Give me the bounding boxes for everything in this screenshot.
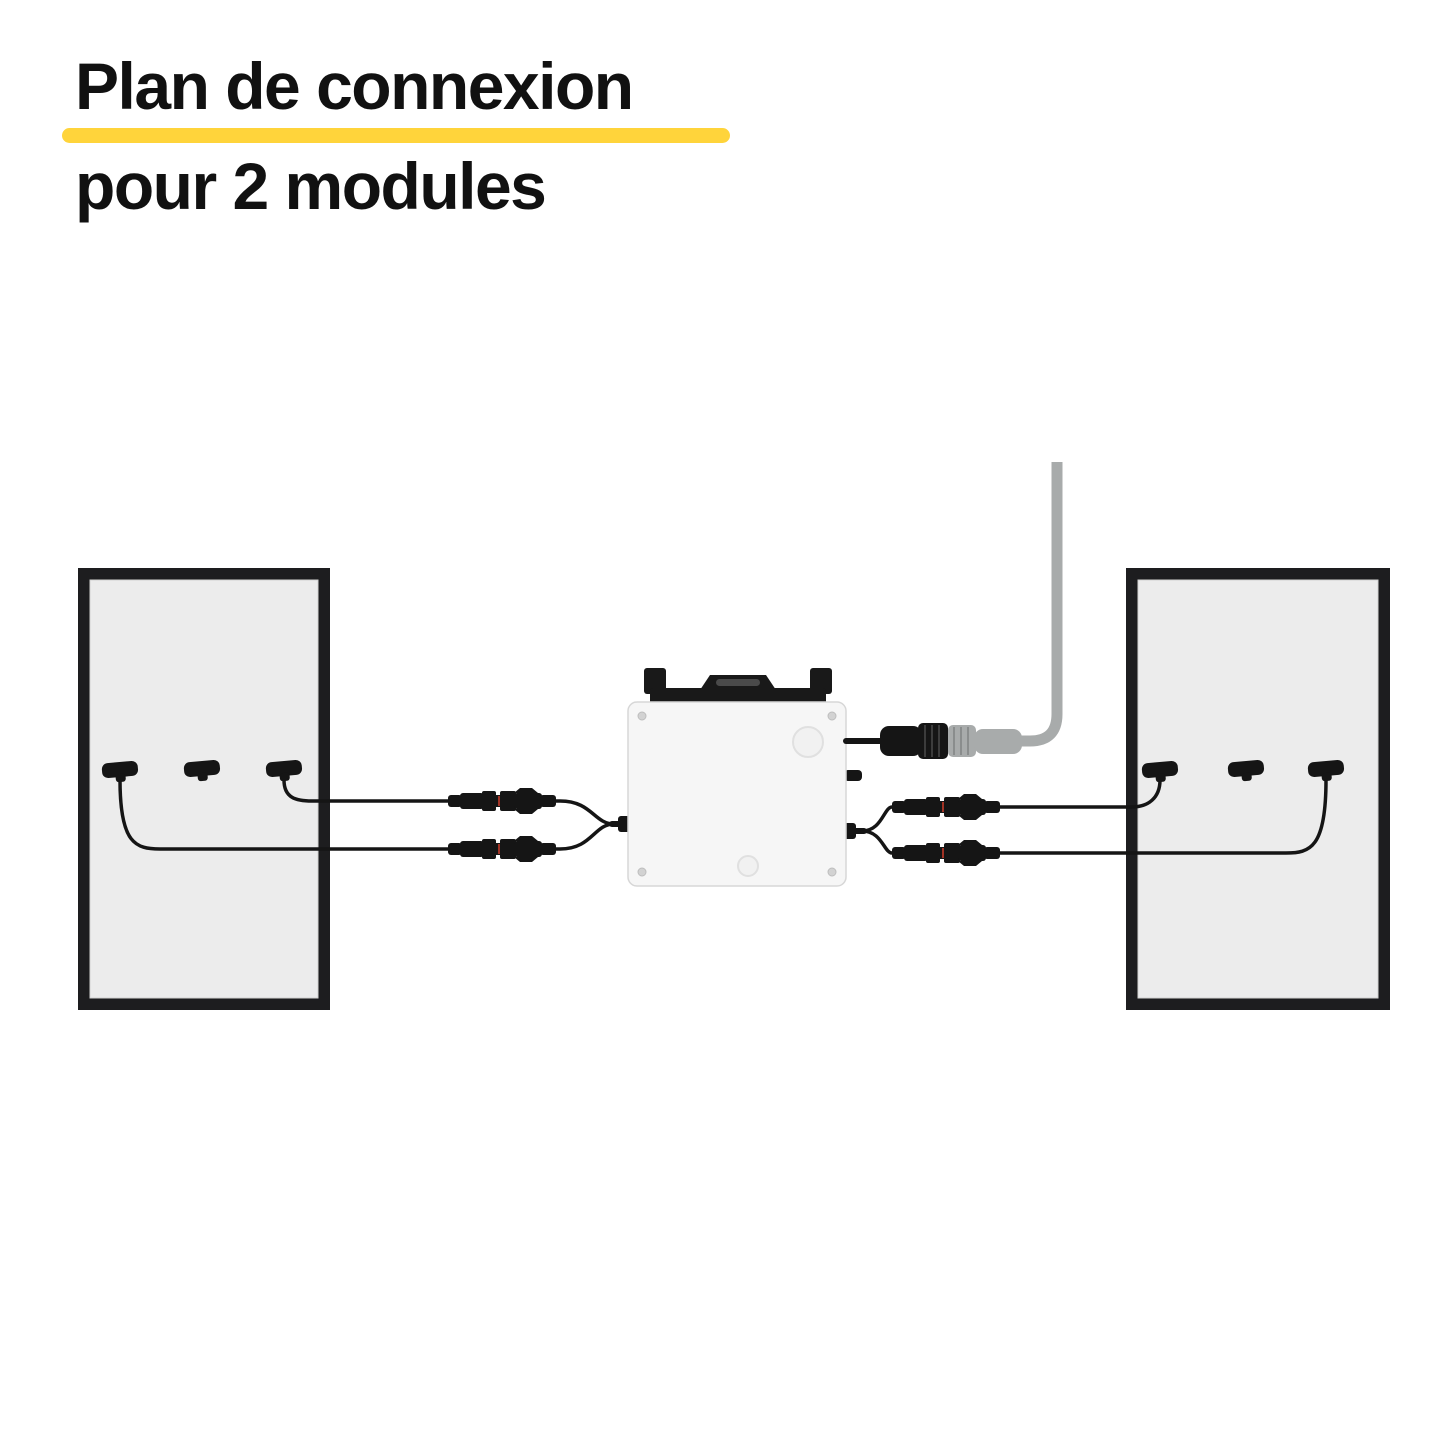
ac-connector-black [880,723,948,759]
ac-connector-gray [948,725,1022,757]
page-title-line1: Plan de connexion [75,49,634,123]
right-panel-surface [1137,579,1379,999]
ac-output-assembly [843,462,1063,759]
inverter-screw-bl [637,867,647,877]
page-title-line2: pour 2 modules [75,148,547,223]
bracket-ear-right [810,668,832,694]
mc4-pair-left-lower [448,836,556,862]
title-block: Plan de connexion pour 2 modules [62,49,730,223]
inverter-antenna [844,770,862,781]
left-panel-surface [89,579,319,999]
right-solar-panel [1126,568,1390,1010]
left-panel-cable-negative [118,778,450,851]
inverter-right-lead-upper [860,805,894,833]
right-panel-dc-cables [998,778,1328,855]
bracket-ear-left [644,668,666,694]
inverter-screw-br [827,867,837,877]
mounting-bracket [644,668,832,706]
left-panel-cable-positive [282,778,450,803]
inverter-left-lead-lower [554,822,616,851]
inverter-screw-tr [827,711,837,721]
left-solar-panel [78,568,330,1010]
inverter-vent-bottom [737,855,759,877]
right-panel-cable-negative [998,778,1328,855]
inverter-vent-top [792,726,824,758]
mc4-pair-right-lower [892,840,1000,866]
left-panel-dc-cables [118,778,450,851]
grid-cable [1020,462,1063,747]
bracket-handle-slot [716,679,760,686]
mc4-pair-left-upper [448,788,556,814]
inverter-body [627,701,847,887]
inverter-left-lead-upper [554,799,616,826]
microinverter [618,668,862,887]
right-panel-cable-positive [998,778,1162,809]
title-highlight-bar [62,127,730,143]
inverter-right-lead-lower [860,829,894,855]
mc4-pair-right-upper [892,794,1000,820]
inverter-screw-tl [637,711,647,721]
